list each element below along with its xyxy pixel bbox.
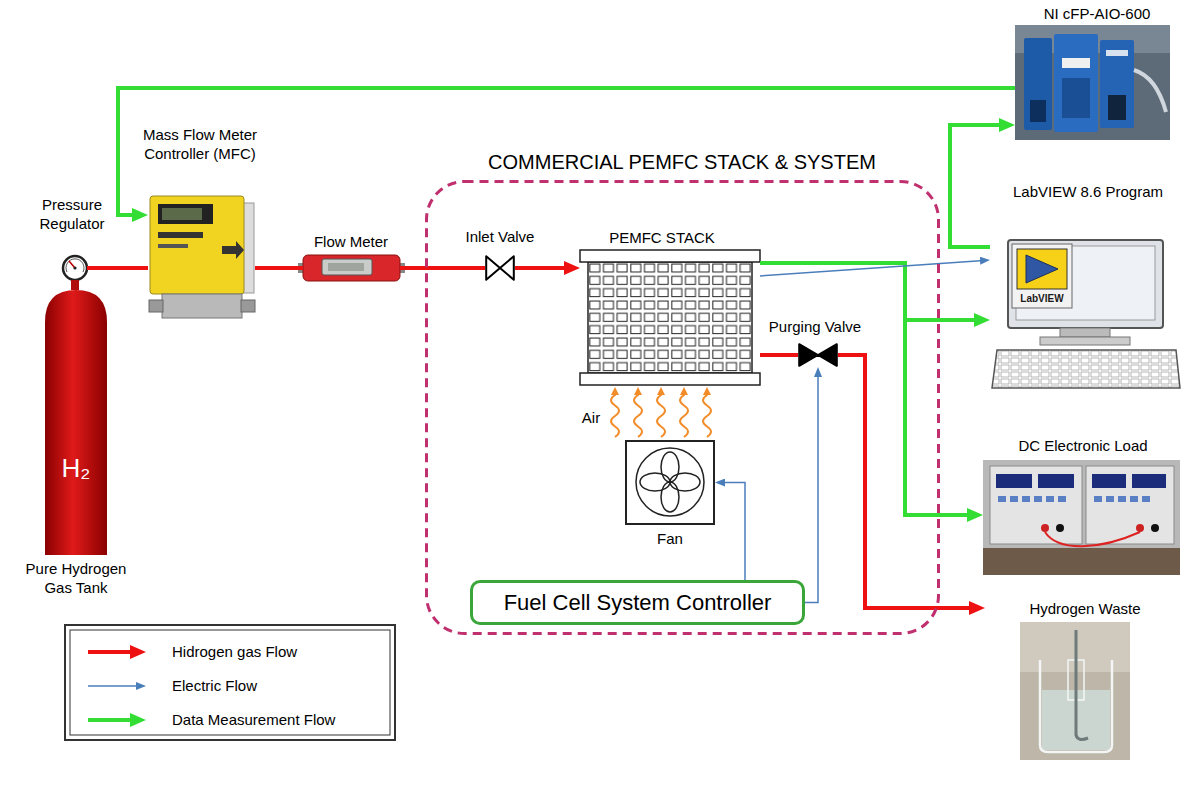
computer-drawing <box>992 240 1180 388</box>
hydrogen-pipe <box>255 266 303 270</box>
dashed-boundary <box>427 182 939 634</box>
region-outline <box>425 180 940 635</box>
hydrogen-tank-drawing <box>45 290 107 555</box>
ni-daq-module: NI cFP-AIO-600 <box>1015 25 1170 140</box>
node-sublabel: LabVIEW <box>1020 293 1063 306</box>
node-label: H₂ <box>62 452 91 485</box>
stack-drawing <box>580 250 760 385</box>
node-label: Purging Valve <box>769 318 861 337</box>
node-label: Fan <box>657 530 683 549</box>
dc-electronic-load: DC Electronic Load <box>983 460 1180 575</box>
hydrogen-tank: H₂Pure Hydrogen Gas Tank <box>45 290 107 555</box>
data-line <box>760 263 973 515</box>
node-label: DC Electronic Load <box>1018 437 1147 456</box>
hydrogen-pipe <box>515 266 570 270</box>
node-label: Hydrogen Waste <box>1029 600 1140 619</box>
legend-sample <box>88 685 140 687</box>
air-wave <box>680 391 688 437</box>
hydrogen-waste: Hydrogen Waste <box>985 598 1145 763</box>
pressure-regulator: Pressure Regulator <box>63 256 87 280</box>
mass-flow-controller: Mass Flow Meter Controller (MFC) <box>148 193 255 320</box>
flow-meter-device <box>298 255 405 281</box>
labview-computer: LabVIEW 8.6 ProgramLabVIEW <box>990 238 1180 390</box>
purging-valve: Purging Valve <box>798 343 838 367</box>
waste-beaker-photo <box>1020 622 1130 760</box>
free-label: Air <box>582 409 600 428</box>
air-wave <box>657 391 665 437</box>
dc-load-photo <box>983 460 1180 575</box>
ni-module-photo <box>1015 25 1170 140</box>
legend-text: Data Measurement Flow <box>172 711 335 730</box>
node-label: Mass Flow Meter Controller (MFC) <box>130 126 270 164</box>
inlet-valve: Inlet Valve <box>485 255 515 281</box>
node-label: PEMFC STACK <box>609 229 715 248</box>
air-wave <box>703 391 711 437</box>
electric-line <box>805 373 818 603</box>
node-label: Fuel Cell System Controller <box>504 589 772 617</box>
electric-line <box>721 483 745 581</box>
system-boundary: COMMERCIAL PEMFC STACK & SYSTEMInlet Val… <box>425 180 940 635</box>
data-line <box>118 88 1015 215</box>
valve-solid-outline <box>798 343 838 367</box>
pressure-gauge <box>63 256 87 280</box>
node-label: Flow Meter <box>314 233 388 252</box>
data-line <box>950 125 1005 247</box>
flow-meter: Flow Meter <box>303 255 400 281</box>
valve-symbol <box>486 256 514 280</box>
legend-sample <box>88 718 136 722</box>
fan: Fan <box>625 440 715 525</box>
valve-open-outline <box>485 255 515 281</box>
hydrogen-pipe <box>87 266 148 270</box>
fan-symbol <box>636 448 704 516</box>
node-label: Inlet Valve <box>466 228 535 247</box>
air-wave <box>634 391 642 437</box>
node-sublabel: Pure Hydrogen Gas Tank <box>16 560 136 598</box>
pemfc-stack: PEMFC STACK <box>580 250 760 385</box>
hydrogen-pipe <box>760 353 798 357</box>
controller-box: Fuel Cell System Controller <box>470 580 805 625</box>
electric-line <box>760 260 984 276</box>
legend-text: Electric Flow <box>172 677 257 696</box>
air-wave <box>611 391 619 437</box>
valve-symbol <box>799 344 837 366</box>
node-label: Pressure Regulator <box>32 196 112 234</box>
tank-neck <box>71 280 79 290</box>
hydrogen-pipe <box>400 266 485 270</box>
legend-sample <box>88 650 136 654</box>
node-label: NI cFP-AIO-600 <box>1044 5 1151 24</box>
legend-frame <box>65 625 395 740</box>
data-line <box>760 263 980 320</box>
air-flow <box>611 391 711 437</box>
mfc-device <box>149 196 255 318</box>
node-label: COMMERCIAL PEMFC STACK & SYSTEM <box>488 150 876 175</box>
node-label: LabVIEW 8.6 Program <box>1013 183 1163 202</box>
legend-text: Hidrogen gas Flow <box>172 643 297 662</box>
